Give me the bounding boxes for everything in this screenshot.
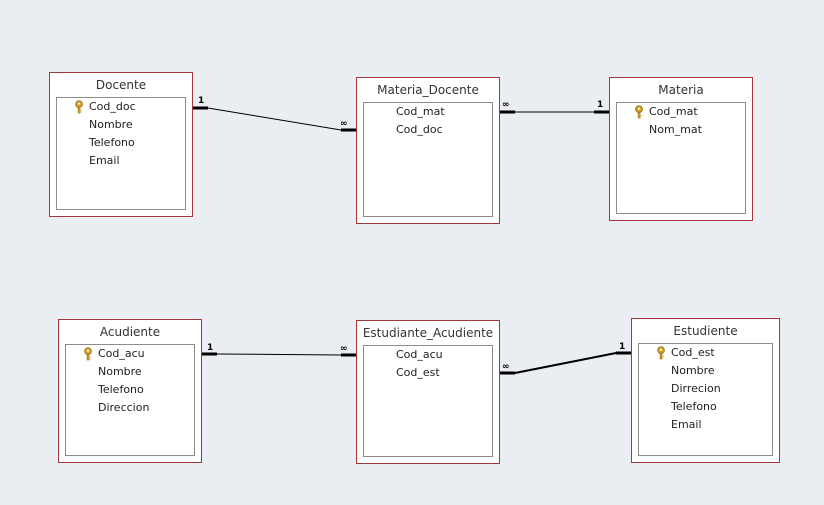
key-icon	[633, 105, 645, 119]
relationship-line[interactable]	[207, 107, 342, 131]
field-name: Email	[89, 154, 120, 167]
cardinality-many-label: ∞	[502, 100, 510, 110]
cardinality-many-label: ∞	[340, 119, 348, 129]
field-name: Nombre	[89, 118, 133, 131]
table-title[interactable]: Materia_Docente	[377, 83, 479, 97]
field-name: Cod_mat	[396, 105, 445, 118]
cardinality-many-label: ∞	[502, 362, 510, 372]
field-name: Telefono	[98, 383, 144, 396]
field-name: Telefono	[671, 400, 717, 413]
field-item[interactable]: Cod_doc	[364, 121, 492, 139]
key-icon	[655, 346, 667, 360]
field-item[interactable]: Nom_mat	[617, 121, 745, 139]
field-item[interactable]: Telefono	[66, 381, 194, 399]
field-name: Cod_est	[671, 346, 715, 359]
field-item[interactable]: Email	[639, 416, 772, 434]
field-item[interactable]: Nombre	[66, 363, 194, 381]
field-name: Nombre	[98, 365, 142, 378]
field-name: Nom_mat	[649, 123, 702, 136]
cardinality-one-label: 1	[207, 343, 213, 353]
field-item[interactable]: Direccion	[66, 399, 194, 417]
field-name: Cod_acu	[396, 348, 443, 361]
field-name: Cod_acu	[98, 347, 145, 360]
table-title[interactable]: Estudiente	[673, 324, 738, 338]
field-item[interactable]: Telefono	[639, 398, 772, 416]
field-item[interactable]: Nombre	[57, 116, 185, 134]
field-name: Cod_doc	[89, 100, 136, 113]
primary-key-field[interactable]: Cod_doc	[57, 98, 185, 116]
field-item[interactable]: Nombre	[639, 362, 772, 380]
field-name: Cod_est	[396, 366, 440, 379]
cardinality-one-label: 1	[198, 96, 204, 106]
field-name: Nombre	[671, 364, 715, 377]
relationship-line[interactable]	[514, 352, 617, 374]
field-item[interactable]: Cod_est	[364, 364, 492, 382]
field-item[interactable]: Email	[57, 152, 185, 170]
table-title[interactable]: Materia	[658, 83, 704, 97]
key-icon	[82, 347, 94, 361]
field-name: Cod_mat	[649, 105, 698, 118]
field-name: Dirrecion	[671, 382, 721, 395]
primary-key-field[interactable]: Cod_mat	[617, 103, 745, 121]
primary-key-field[interactable]: Cod_acu	[66, 345, 194, 363]
cardinality-one-label: 1	[619, 342, 625, 352]
cardinality-many-label: ∞	[340, 344, 348, 354]
cardinality-one-label: 1	[597, 100, 603, 110]
key-icon	[73, 100, 85, 114]
field-item[interactable]: Cod_mat	[364, 103, 492, 121]
field-name: Cod_doc	[396, 123, 443, 136]
field-item[interactable]: Dirrecion	[639, 380, 772, 398]
table-title[interactable]: Docente	[95, 78, 147, 92]
table-title[interactable]: Acudiente	[99, 325, 161, 339]
field-name: Email	[671, 418, 702, 431]
primary-key-field[interactable]: Cod_est	[639, 344, 772, 362]
table-title[interactable]: Estudiante_Acudiente	[362, 326, 494, 340]
field-name: Telefono	[89, 136, 135, 149]
field-name: Direccion	[98, 401, 150, 414]
field-item[interactable]: Telefono	[57, 134, 185, 152]
field-item[interactable]: Cod_acu	[364, 346, 492, 364]
relationship-line[interactable]	[216, 353, 342, 356]
